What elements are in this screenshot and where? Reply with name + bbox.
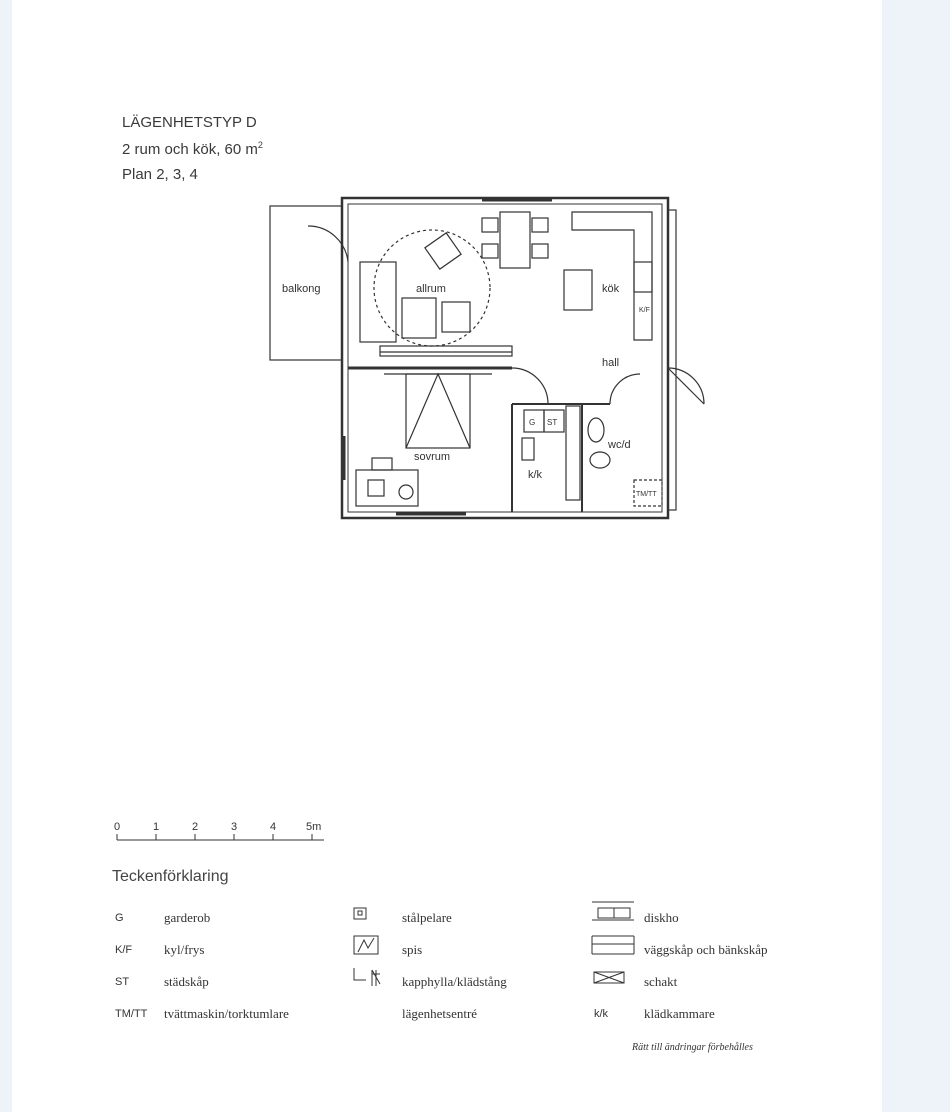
coffee-table [401,297,437,339]
apartment-floors: Plan 2, 3, 4 [122,166,198,183]
legend-text: kyl/frys [164,942,205,957]
disclaimer-note: Rätt till ändringar förbehålles [632,1042,753,1053]
room-label-kf: K/F [639,307,650,314]
chair [531,243,549,259]
room-label-tmtt: TM/TT [636,491,657,498]
coat-rack-icon [353,968,381,986]
sink [589,451,611,469]
bed [405,373,471,449]
room-label-sovrum: sovrum [414,451,450,463]
dining-table [499,211,531,269]
legend-code: K/F [115,944,133,956]
chair [481,217,499,233]
stove [633,261,653,293]
stove-icon [353,935,379,955]
legend-code: TM/TT [115,1008,148,1020]
window-right [667,209,677,511]
apartment-size-sup: 2 [257,140,263,150]
scale-tick: 1 [153,821,159,833]
wc-door [609,373,641,405]
room-label-hall: hall [602,357,619,369]
scale-tick: 4 [270,821,276,833]
steel-column-icon [353,907,367,920]
legend-code: k/k [594,1008,609,1020]
legend-text: kapphylla/klädstång [402,974,507,989]
toilet [587,417,605,443]
room-label-allrum: allrum [416,283,446,295]
legend-text: garderob [164,910,211,925]
scale-tick: 3 [231,821,237,833]
armchair [424,232,462,270]
cabinet-icon [591,935,635,955]
kitchen-counter [571,211,653,341]
sink-icon [592,901,634,921]
room-label-st: ST [547,418,557,427]
legend-text: stålpelare [402,910,452,925]
outer-wall-inner [347,203,663,513]
desk-chair [367,479,385,497]
tv-bench-box [379,345,513,357]
desk [355,469,419,507]
sofa [359,261,397,343]
bedroom-door [511,367,549,405]
armchair [441,301,471,333]
bed-cover [405,372,471,449]
room-label-balkong: balkong [282,283,321,295]
legend-text: spis [402,942,423,957]
room-label-g: G [529,418,535,427]
chair [531,217,549,233]
desk-top [371,457,393,471]
cleaning-cabinet-st [543,409,565,433]
balcony-door [307,225,349,263]
legend-code: G [115,912,124,924]
legend-code: ST [115,976,130,988]
apartment-size: 2 rum och kök, 60 m2 [122,140,263,158]
room-label-kk: k/k [528,469,543,481]
document-page: LÄGENHETSTYP D 2 rum och kök, 60 m2 Plan… [12,0,882,1112]
desk-lamp [398,484,414,500]
scale-tick: 2 [192,821,198,833]
kitchen-island [563,269,593,311]
legend-title: Teckenförklaring [112,868,229,885]
shower-tray [565,405,581,501]
room-label-kok: kök [602,283,620,295]
legend-text: väggskåp och bänkskåp [644,942,768,957]
room-label-wcd: wc/d [607,439,631,451]
floor-plan: balkong allrum kök hall sovrum k/k wc/d … [269,196,705,520]
entrance-door [667,367,705,405]
scale-tick: 5m [306,821,321,833]
scale-bar: 0 1 2 3 4 5m [114,821,324,841]
scale-tick: 0 [114,821,120,833]
legend-text: klädkammare [644,1006,715,1021]
closet-shelf [521,437,535,461]
washer-tmtt [633,479,663,507]
legend-text: tvättmaskin/torktumlare [164,1006,289,1021]
apartment-type-title: LÄGENHETSTYP D [122,114,257,131]
shaft-icon [593,971,625,984]
apartment-size-text: 2 rum och kök, 60 m [122,141,258,158]
legend-text: schakt [644,974,678,989]
entrance-door-leaf [667,367,705,405]
legend-text: lägenhetsentré [402,1006,478,1021]
chair [481,243,499,259]
legend-text: diskho [644,910,679,925]
legend-text: städskåp [164,974,209,989]
